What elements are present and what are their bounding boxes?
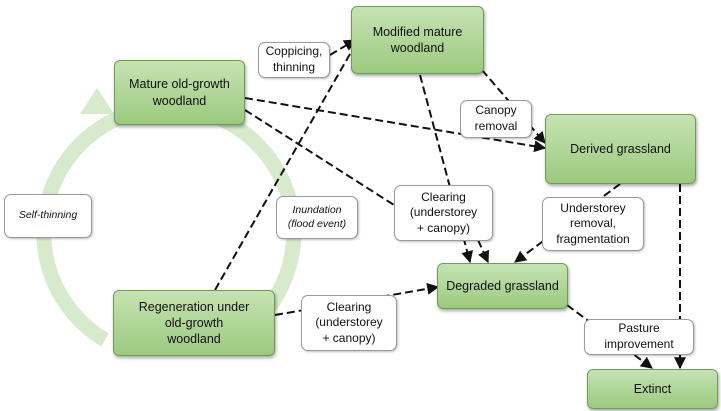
- state-extinct: Extinct: [587, 369, 718, 409]
- transition-label: Inundation (flood event): [287, 203, 347, 230]
- state-regeneration-under-old-growth: Regeneration under old-growth woodland: [113, 290, 275, 356]
- transition-clearing-understorey-canopy-bottom: Clearing (understorey + canopy): [301, 295, 397, 351]
- edge-mature-to-derived: [244, 97, 547, 153]
- state-label: Derived grassland: [570, 141, 671, 156]
- edge-mature-to-degraded: [244, 109, 406, 213]
- transition-label: Understorey removal, fragmentation: [556, 200, 630, 246]
- transition-canopy-removal: Canopy removal: [460, 100, 532, 138]
- transition-label: Pasture improvement: [604, 321, 674, 351]
- transition-pasture-improvement: Pasture improvement: [584, 319, 694, 355]
- state-label: Regeneration under old-growth woodland: [138, 299, 250, 347]
- state-mature-old-growth-woodland: Mature old-growth woodland: [114, 60, 245, 125]
- transition-self-thinning: Self-thinning: [4, 194, 92, 238]
- edge-clearing-to-degraded: [477, 239, 489, 264]
- transition-label: Self-thinning: [18, 209, 78, 222]
- edge-mature-to-modified-coppicing: [329, 39, 357, 56]
- state-label: Degraded grassland: [446, 278, 559, 293]
- transition-label: Clearing (understorey + canopy): [409, 189, 478, 235]
- state-modified-mature-woodland: Modified mature woodland: [351, 6, 484, 74]
- transition-label: Canopy removal: [474, 103, 518, 133]
- state-derived-grassland: Derived grassland: [545, 114, 696, 184]
- transition-label: Coppicing, thinning: [265, 44, 323, 74]
- transition-clearing-understorey-canopy-top: Clearing (understorey + canopy): [394, 185, 493, 241]
- state-label: Extinct: [633, 381, 672, 396]
- transition-understorey-removal-fragmentation: Understorey removal, fragmentation: [542, 197, 644, 251]
- transition-label: Clearing (understorey + canopy): [315, 299, 383, 345]
- state-degraded-grassland: Degraded grassland: [437, 263, 568, 309]
- edge-regeneration-to-modified: [214, 38, 359, 291]
- state-label: Modified mature woodland: [372, 24, 463, 55]
- state-label: Mature old-growth woodland: [129, 77, 230, 108]
- transition-coppicing-thinning: Coppicing, thinning: [258, 42, 330, 78]
- transition-inundation-flood-event: Inundation (flood event): [276, 196, 358, 239]
